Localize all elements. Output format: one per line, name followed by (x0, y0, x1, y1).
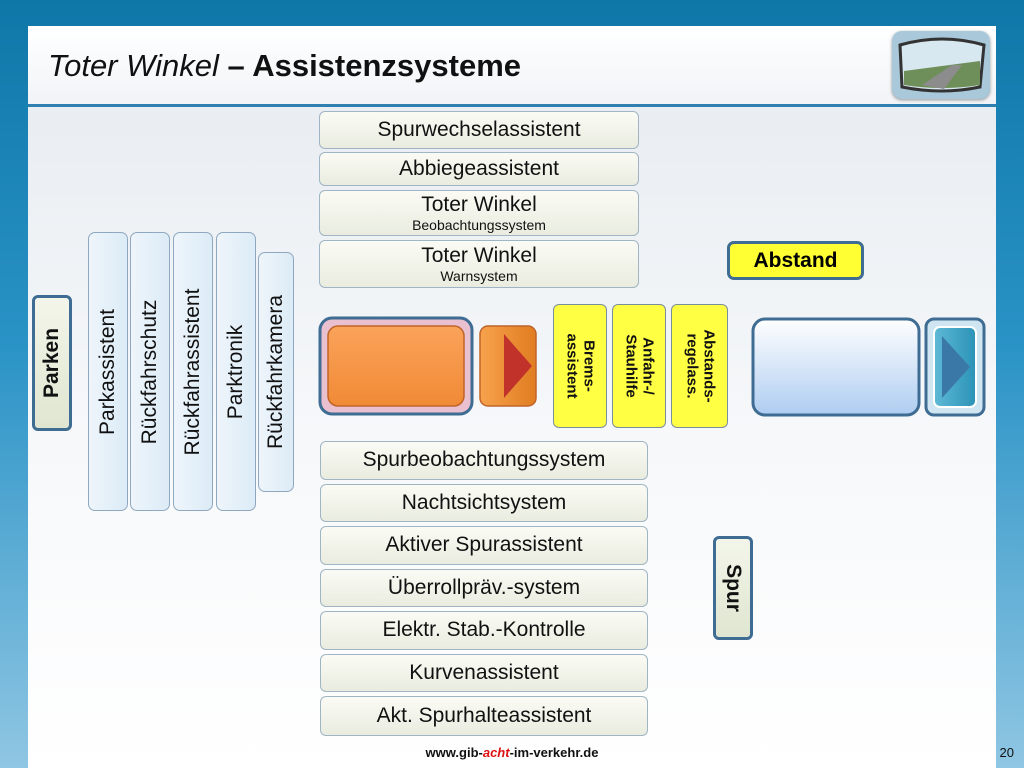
parking-item: Rückfahrschutz (130, 232, 170, 511)
box-blind-spot-observation: Toter Winkel Beobachtungssystem (319, 190, 639, 236)
parking-group-label: Parken (32, 295, 72, 431)
other-car-body (751, 317, 921, 417)
parking-item: Parktronik (216, 232, 256, 511)
distance-item: Anfahr-/Stauhilfe (612, 304, 666, 428)
parking-item-label: Rückfahrkamera (264, 294, 287, 450)
title-separator: – (218, 48, 253, 83)
parking-item-label: Rückfahrassistent (181, 288, 204, 455)
title-part2: Assistenzsysteme (252, 48, 522, 83)
page-title: Toter Winkel – Assistenzsysteme (48, 48, 521, 84)
own-vehicle-diagram (318, 316, 537, 416)
box-label: Toter Winkel (421, 192, 537, 216)
distance-group-text: Abstand (753, 248, 838, 272)
box-label: Nachtsichtsystem (401, 490, 567, 514)
lane-item: Elektr. Stab.-Kontrolle (320, 611, 648, 650)
title-part1: Toter Winkel (48, 48, 219, 83)
lane-group-label: Spur (713, 536, 753, 640)
box-turn-assistant: Abbiegeassistent (319, 152, 639, 186)
box-label: Spurwechselassistent (377, 117, 581, 141)
parking-group-text: Parken (40, 327, 63, 399)
parking-item: Rückfahrassistent (173, 232, 213, 511)
parking-item-label: Parkassistent (96, 308, 119, 435)
own-car-body (327, 325, 465, 407)
mirror-icon (892, 31, 990, 99)
box-label: Spurbeobachtungssystem (362, 448, 606, 472)
lane-group-text: Spur (722, 564, 745, 612)
arrow-right-icon (504, 334, 532, 398)
parking-item-label: Rückfahrschutz (138, 299, 161, 444)
vehicle-ahead-diagram (751, 317, 986, 417)
box-label: Abbiegeassistent (399, 156, 559, 180)
header-bar (28, 26, 996, 107)
footer-url-pre: www.gib- (425, 745, 483, 760)
box-label: Akt. Spurhalteassistent (376, 703, 592, 727)
distance-item: Brems-assistent (553, 304, 607, 428)
box-lane-change-assistant: Spurwechselassistent (319, 111, 639, 149)
arrow-right-icon (942, 336, 970, 398)
box-blind-spot-warning: Toter Winkel Warnsystem (319, 240, 639, 288)
parking-item: Rückfahrkamera (258, 252, 294, 492)
footer-url[interactable]: www.gib-acht-im-verkehr.de (0, 745, 1024, 760)
lane-item: Spurbeobachtungssystem (320, 441, 648, 480)
distance-item-label: Brems-assistent (564, 333, 598, 399)
distance-item: Abstands-regelass. (671, 304, 728, 428)
footer-url-highlight: acht (482, 745, 510, 760)
lane-item: Nachtsichtsystem (320, 484, 648, 522)
page-number: 20 (999, 745, 1014, 760)
distance-item-label: Anfahr-/Stauhilfe (623, 334, 657, 398)
box-sublabel: Warnsystem (440, 267, 518, 284)
lane-item: Akt. Spurhalteassistent (320, 696, 648, 736)
box-label: Elektr. Stab.-Kontrolle (382, 618, 586, 642)
box-label: Aktiver Spurassistent (385, 533, 583, 557)
lane-item: Kurvenassistent (320, 654, 648, 692)
box-label: Kurvenassistent (409, 660, 559, 684)
side-mirror-photo (892, 31, 990, 99)
parking-item: Parkassistent (88, 232, 128, 511)
box-sublabel: Beobachtungssystem (412, 216, 546, 233)
distance-group-label: Abstand (727, 241, 864, 280)
box-label: Überrollpräv.-system (387, 575, 581, 599)
lane-item: Überrollpräv.-system (320, 569, 648, 607)
distance-item-label: Abstands-regelass. (683, 329, 718, 403)
box-label: Toter Winkel (421, 243, 537, 267)
lane-item: Aktiver Spurassistent (320, 526, 648, 565)
parking-item-label: Parktronik (224, 324, 247, 419)
footer-url-post: -im-verkehr.de (509, 745, 599, 760)
